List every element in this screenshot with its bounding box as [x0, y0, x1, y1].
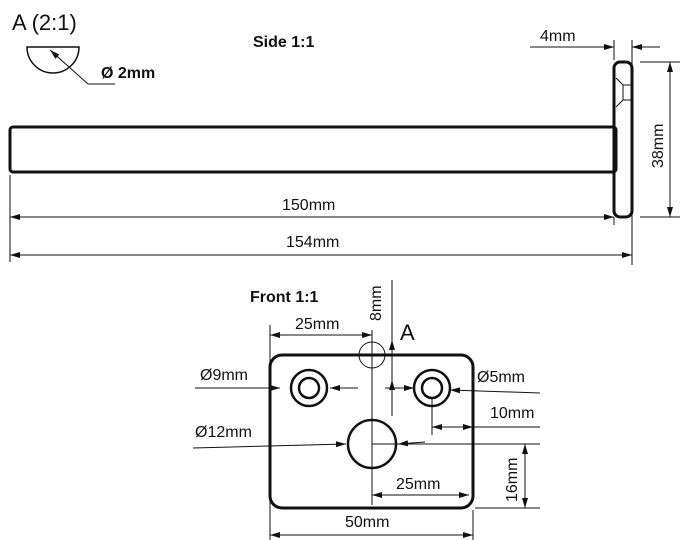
dim-center-offset: 25mm [396, 476, 441, 493]
dim-width: 50mm [345, 514, 390, 531]
detail-a-shape [26, 46, 80, 74]
dim-height: 38mm [650, 123, 667, 168]
dim-hole-spacing: 25mm [295, 316, 340, 333]
dim-d-right: Ø5mm [477, 369, 525, 386]
side-title: Side 1:1 [253, 34, 315, 51]
detail-marker: A [400, 320, 415, 345]
dim-bottom-offset: 16mm [504, 457, 521, 502]
dim-d-center: Ø12mm [195, 424, 252, 441]
dim-total-length: 154mm [286, 234, 340, 251]
dim-thickness: 4mm [540, 28, 576, 45]
dim-offset-top: 8mm [368, 285, 385, 321]
detail-title: A (2:1) [12, 10, 77, 35]
dim-edge-offset: 10mm [490, 405, 535, 422]
dim-d-left: Ø9mm [200, 367, 248, 384]
dim-rod-length: 150mm [282, 197, 336, 214]
side-rod [8, 125, 618, 174]
front-title: Front 1:1 [250, 289, 319, 306]
detail-diameter: Ø 2mm [101, 65, 156, 82]
